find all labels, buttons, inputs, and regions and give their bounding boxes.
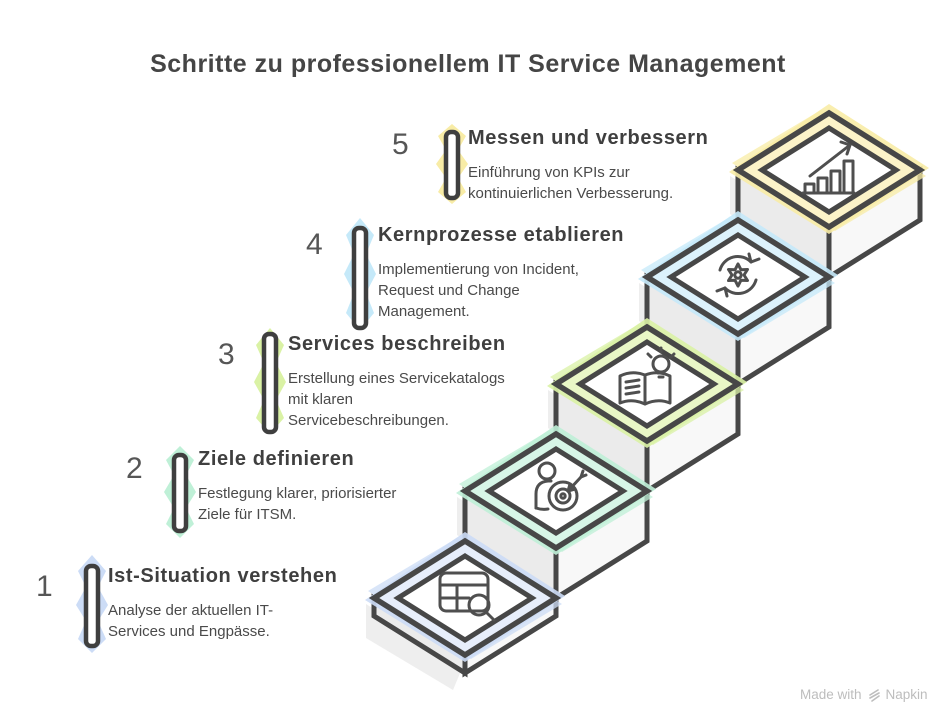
step-description-4: Implementierung von Incident, Request un…	[378, 261, 579, 320]
step-number-5: 5	[392, 128, 409, 161]
step-number-4: 4	[306, 228, 323, 261]
stair-step-3	[547, 318, 747, 496]
step-description-3: Erstellung eines Servicekatalogs mit kla…	[288, 370, 505, 429]
step-number-2: 2	[126, 452, 143, 485]
step-description-1: Analyse der aktuellen IT- Services und E…	[108, 602, 274, 640]
step-accent-bar-4	[344, 218, 376, 331]
growth-chart-icon	[801, 140, 856, 195]
footer-text: Made with	[800, 687, 862, 702]
diagram-title: Schritte zu professionellem IT Service M…	[150, 50, 786, 78]
step-accent-bar-3	[254, 328, 286, 435]
accent-bar	[83, 563, 101, 649]
napkin-logo-icon	[868, 688, 880, 702]
step-heading-2: Ziele definieren	[198, 448, 355, 470]
step-description-5: Einführung von KPIs zur kontinuierlichen…	[468, 164, 674, 202]
step-heading-4: Kernprozesse etablieren	[378, 224, 625, 246]
step-description-2: Festlegung klarer, priorisierter Ziele f…	[198, 485, 397, 523]
step-number-3: 3	[218, 338, 235, 371]
accent-bar	[261, 331, 279, 435]
step-frame-inner	[484, 446, 628, 536]
accent-bar	[171, 452, 189, 534]
step-heading-3: Services beschreiben	[288, 333, 506, 355]
step-frame-inner	[575, 339, 719, 429]
step-heading-1: Ist-Situation verstehen	[108, 565, 338, 587]
accent-bar	[443, 129, 461, 201]
book-idea-icon	[618, 346, 676, 406]
step-accent-bar-5	[436, 124, 468, 204]
accent-bar	[351, 225, 369, 331]
step-accent-bar-2	[164, 446, 196, 538]
step-number-1: 1	[36, 570, 53, 603]
process-sync-icon	[715, 252, 761, 298]
step-accent-bar-1	[76, 555, 108, 653]
step-heading-5: Messen und verbessern	[468, 127, 709, 149]
stair-step-5	[729, 104, 929, 282]
stair-step-4	[638, 211, 838, 389]
table-search-icon	[438, 571, 496, 622]
step-frame-inner	[757, 125, 901, 215]
stair-step-1	[365, 532, 565, 690]
person-target-icon	[534, 461, 588, 512]
napkin-attribution[interactable]: Made with Napkin	[800, 687, 928, 702]
footer-brand: Napkin	[885, 687, 928, 702]
stair-step-2	[456, 425, 656, 603]
